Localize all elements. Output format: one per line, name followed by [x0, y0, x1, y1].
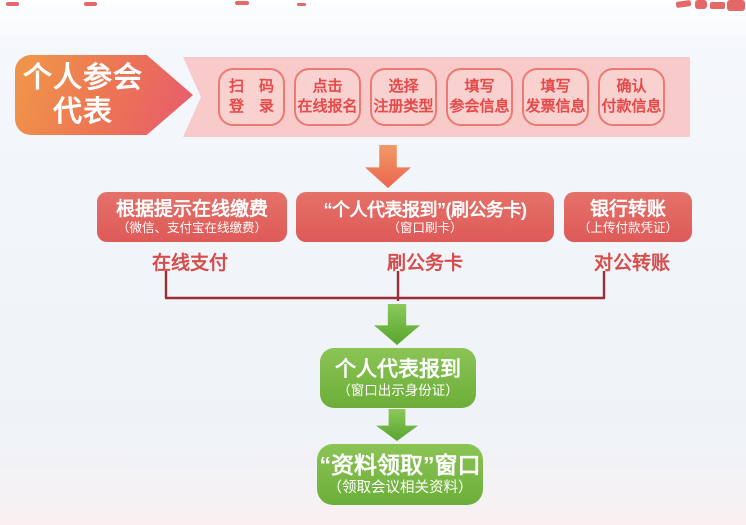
step-line2: 付款信息: [601, 98, 662, 115]
badge-label-line1: 个人参会: [22, 62, 143, 94]
step-line1: 点击: [312, 78, 343, 95]
payment-label-card: 刷公务卡: [386, 253, 464, 274]
material-pickup-subtitle: （领取会议相关资料）: [327, 480, 473, 496]
checkin-subtitle: （窗口出示身份证）: [337, 383, 459, 398]
red-mark: [727, 0, 745, 11]
step-line1: 扫 码: [228, 78, 274, 95]
step-line2: 在线报名: [297, 98, 358, 115]
step-line1: 填写: [540, 78, 571, 95]
red-mark: [695, 0, 707, 9]
step-fill-invoice-info: 填写 发票信息: [522, 68, 589, 126]
registration-steps: 扫 码 登 录 点击 在线报名 选择 注册类型 填写 参会信息 填写 发票信息 …: [183, 57, 690, 137]
checkin-box: 个人代表报到 （窗口出示身份证）: [320, 348, 476, 408]
step-scan-login: 扫 码 登 录: [218, 68, 285, 126]
checkin-title: 个人代表报到: [335, 358, 461, 381]
red-mark: [235, 1, 249, 5]
step-confirm-payment-info: 确认 付款信息: [598, 68, 665, 126]
payment-option-online: 根据提示在线缴费 （微信、支付宝在线缴费）: [97, 192, 287, 242]
step-line2: 注册类型: [373, 98, 434, 115]
payment-subtitle: （微信、支付宝在线缴费）: [116, 220, 267, 235]
payment-option-onsite-card: “个人代表报到”(刷公务卡) （窗口刷卡）: [296, 192, 554, 242]
step-click-online-signup: 点击 在线报名: [294, 68, 361, 126]
step-fill-attendee-info: 填写 参会信息: [446, 68, 513, 126]
step-line1: 填写: [464, 78, 495, 95]
payment-label-online: 在线支付: [151, 253, 229, 274]
payment-label-transfer: 对公转账: [593, 253, 671, 274]
payment-option-bank-transfer: 银行转账 （上传付款凭证）: [564, 192, 692, 242]
material-pickup-title: “资料领取”窗口: [319, 452, 481, 478]
step-line2: 发票信息: [525, 98, 586, 115]
payment-title: 银行转账: [589, 198, 666, 220]
step-line1: 选择: [388, 78, 419, 95]
red-mark: [297, 3, 306, 6]
step-line2: 参会信息: [449, 98, 510, 115]
badge-label-line2: 代表: [52, 96, 113, 128]
payment-subtitle: （窗口刷卡）: [387, 220, 463, 235]
material-pickup-box: “资料领取”窗口 （领取会议相关资料）: [317, 444, 483, 505]
red-mark: [710, 2, 725, 9]
red-mark: [6, 2, 19, 6]
step-line2: 登 录: [228, 98, 274, 115]
payment-title: “个人代表报到”(刷公务卡): [323, 199, 528, 220]
payment-subtitle: （上传付款凭证）: [577, 220, 678, 235]
step-line1: 确认: [616, 78, 647, 95]
red-mark: [84, 2, 97, 6]
step-choose-registration-type: 选择 注册类型: [370, 68, 437, 126]
payment-title: 根据提示在线缴费: [115, 198, 268, 220]
